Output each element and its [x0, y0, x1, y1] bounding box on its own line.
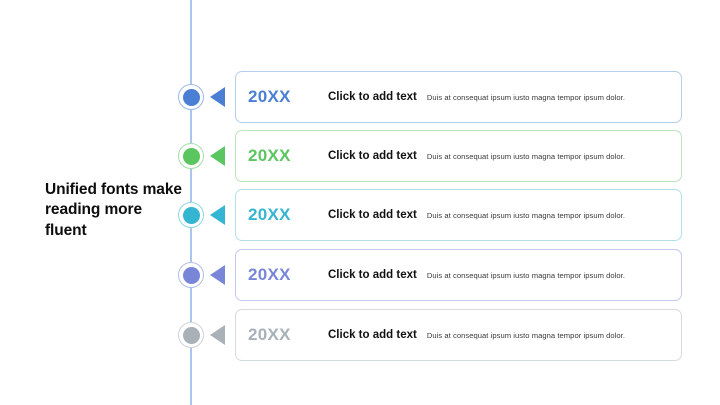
triangle-left-icon [210, 146, 225, 166]
card-year: 20XX [248, 325, 291, 344]
card-title[interactable]: Click to add text [328, 91, 417, 103]
timeline-dot-icon [178, 143, 204, 169]
timeline-dot-icon [178, 202, 204, 228]
marker-ring [178, 262, 204, 288]
marker-dot [182, 206, 200, 224]
card-description[interactable]: Duis at consequat ipsum iusto magna temp… [426, 92, 626, 102]
triangle-left-icon [210, 205, 225, 225]
marker-dot [182, 147, 200, 165]
page-title: Unified fonts make reading more fluent [45, 181, 182, 239]
marker-ring [178, 202, 204, 228]
triangle-left-icon [210, 325, 225, 345]
marker-ring [178, 84, 204, 110]
timeline-dot-icon [178, 262, 204, 288]
card-description[interactable]: Duis at consequat ipsum iusto magna temp… [426, 270, 626, 280]
card-description[interactable]: Duis at consequat ipsum iusto magna temp… [426, 151, 626, 161]
timeline-row[interactable]: 20XX Click to add text Duis at consequat i… [0, 309, 720, 361]
timeline-row[interactable]: 20XX Click to add text Duis at consequat i… [0, 189, 720, 241]
triangle-left-icon [210, 265, 225, 285]
timeline-dot-icon [178, 322, 204, 348]
marker-ring [178, 143, 204, 169]
timeline-card[interactable]: 20XX Click to add text Duis at consequat i… [235, 249, 682, 301]
marker-dot [182, 266, 200, 284]
timeline-row[interactable]: 20XX Click to add text Duis at consequat i… [0, 71, 720, 123]
marker-dot [182, 326, 200, 344]
card-year: 20XX [248, 205, 291, 224]
timeline-card[interactable]: 20XX Click to add text Duis at consequat i… [235, 309, 682, 361]
card-year: 20XX [248, 265, 291, 284]
card-year: 20XX [248, 146, 291, 165]
card-title[interactable]: Click to add text [328, 150, 417, 162]
triangle-left-icon [210, 87, 225, 107]
marker-ring [178, 322, 204, 348]
timeline-dot-icon [178, 84, 204, 110]
timeline-card[interactable]: 20XX Click to add text Duis at consequat i… [235, 130, 682, 182]
card-description[interactable]: Duis at consequat ipsum iusto magna temp… [426, 210, 626, 220]
timeline-row[interactable]: 20XX Click to add text Duis at consequat i… [0, 130, 720, 182]
timeline-row[interactable]: 20XX Click to add text Duis at consequat i… [0, 249, 720, 301]
timeline-card[interactable]: 20XX Click to add text Duis at consequat i… [235, 71, 682, 123]
card-description[interactable]: Duis at consequat ipsum iusto magna temp… [426, 330, 626, 340]
card-title[interactable]: Click to add text [328, 269, 417, 281]
card-title[interactable]: Click to add text [328, 329, 417, 341]
timeline-card[interactable]: 20XX Click to add text Duis at consequat i… [235, 189, 682, 241]
card-year: 20XX [248, 87, 291, 106]
marker-dot [182, 88, 200, 106]
card-title[interactable]: Click to add text [328, 209, 417, 221]
